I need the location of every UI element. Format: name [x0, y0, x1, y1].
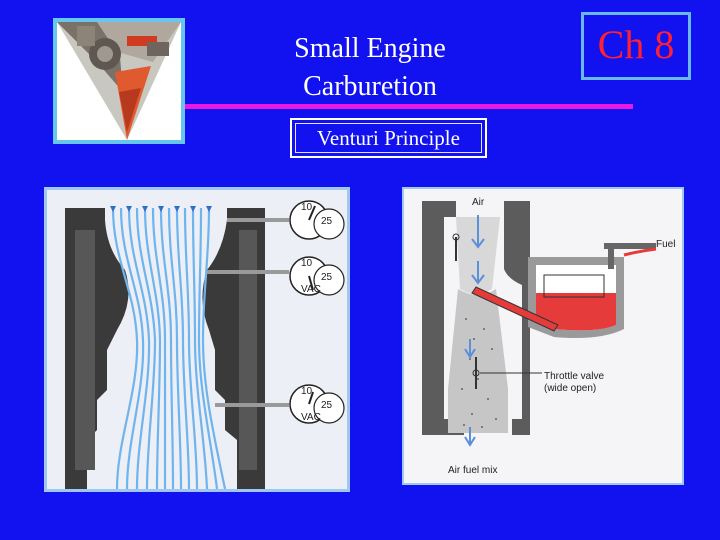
gauge-bot-scale-1: 10	[301, 386, 313, 397]
carburetor-figure: Air Fuel Throttle valve (wide open) Air …	[402, 187, 684, 485]
gauge-top-scale-4: 25	[321, 216, 333, 227]
title-line-1: Small Engine	[294, 33, 446, 64]
label-fuel: Fuel	[656, 239, 675, 250]
subtitle-box: Venturi Principle	[290, 118, 487, 158]
label-air-fuel-mix: Air fuel mix	[448, 465, 497, 476]
gauge-bot-vac: VAC	[301, 412, 321, 423]
subtitle-text: Venturi Principle	[295, 123, 482, 153]
gauge-mid-vac: VAC	[301, 284, 321, 295]
gauge-mid-scale-1: 10	[301, 258, 313, 269]
gauge-mid-scale-4: 25	[321, 272, 333, 283]
gauge-top	[289, 200, 345, 240]
gauge-bottom	[289, 384, 345, 424]
title-line-2: Carburetion	[303, 71, 437, 102]
gauge-bot-scale-4: 25	[321, 400, 333, 411]
gauge-middle	[289, 256, 345, 296]
chapter-logo	[53, 18, 185, 144]
slide-title: Small Engine Carburetion	[250, 30, 490, 106]
venturi-figure: 10 25 10 25 10 25 VAC VAC	[44, 187, 350, 492]
gauge-top-scale-1: 10	[301, 202, 313, 213]
chapter-label: Ch 8	[597, 22, 675, 67]
title-divider	[185, 104, 633, 109]
label-throttle-line1: Throttle valve	[544, 371, 604, 382]
engine-photo	[57, 22, 181, 140]
label-throttle-line2: (wide open)	[544, 383, 596, 394]
chapter-badge: Ch 8	[581, 12, 691, 80]
label-air: Air	[472, 197, 485, 208]
